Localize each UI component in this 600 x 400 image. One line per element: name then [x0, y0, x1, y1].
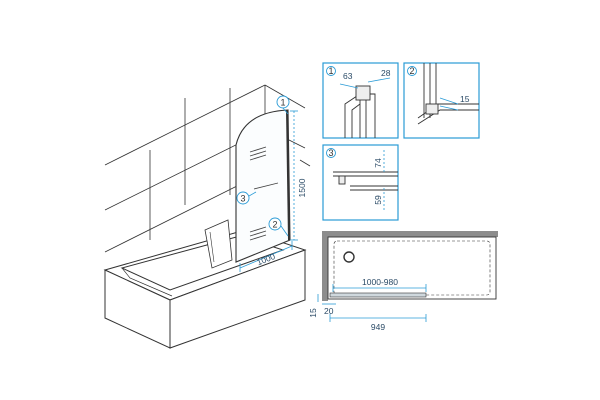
detail-3-dim-74: 74 — [373, 158, 383, 168]
detail-3-number: 3 — [328, 148, 333, 158]
detail-2-dim-15: 15 — [460, 94, 470, 104]
height-dimension: 1500 — [290, 110, 307, 241]
plan-dim-15: 15 — [308, 308, 318, 318]
detail-1-panel: 1 63 28 — [322, 62, 399, 139]
detail-3-dim-59: 59 — [373, 195, 383, 205]
callout-3: 3 — [236, 191, 257, 205]
detail-2-panel: 2 15 — [403, 62, 480, 139]
callout-1-label: 1 — [280, 98, 285, 108]
callout-2-label: 2 — [272, 220, 277, 230]
callout-1: 1 — [276, 95, 290, 115]
plan-dim-949: 949 — [371, 322, 385, 332]
detail-1-dim-28: 28 — [381, 68, 391, 78]
detail-3-panel: 3 74 59 — [322, 144, 399, 221]
detail-1-number: 1 — [328, 66, 333, 76]
callout-3-label: 3 — [240, 194, 245, 204]
callout-2: 2 — [268, 217, 289, 237]
plan-span-label: 1000-980 — [362, 277, 398, 287]
glass-panel — [235, 109, 291, 263]
height-label: 1500 — [297, 178, 307, 197]
plan-dim-20: 20 — [324, 306, 334, 316]
bathtub-illustration: 1500 1000 1 3 2 — [103, 84, 311, 349]
detail-2-number: 2 — [409, 66, 414, 76]
plan-view: 1000-980 20 15 949 — [308, 231, 498, 332]
detail-1-dim-63: 63 — [343, 71, 353, 81]
drain-icon — [343, 251, 355, 263]
